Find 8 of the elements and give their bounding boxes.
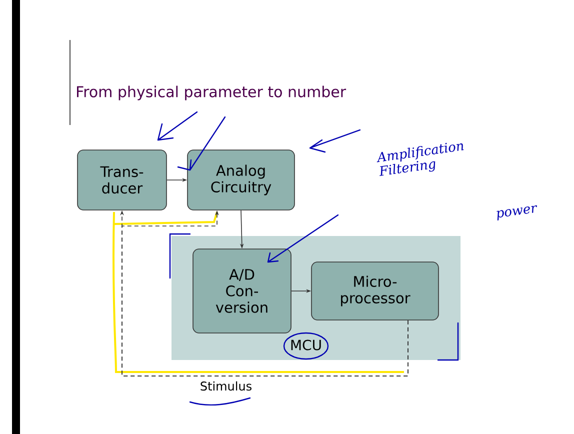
process-box: Trans- ducer <box>77 150 167 210</box>
handwritten-note: Amplification Filtering <box>376 142 464 176</box>
process-box: Analog Circuitry <box>187 150 295 210</box>
handwritten-note: power <box>496 205 537 220</box>
process-box: A/D Con- version <box>192 248 292 334</box>
process-box: Micro- processor <box>311 262 439 320</box>
slide-title: From physical parameter to number <box>77 86 346 100</box>
edge-label: Stimulus <box>198 380 254 392</box>
